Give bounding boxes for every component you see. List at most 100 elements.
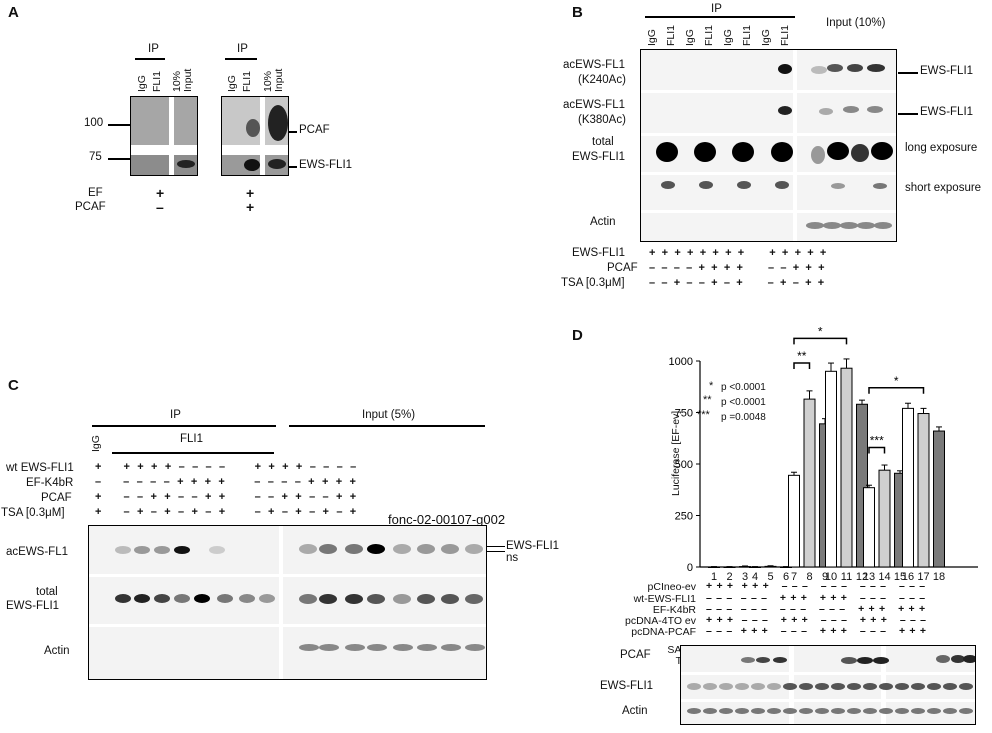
b-long-in-2 [851,144,869,162]
b-long-in-3 [871,142,893,160]
sig-bracket-1-line [793,337,848,345]
panel-b-row-total-1: total [592,136,614,148]
d-ews-9 [831,683,845,690]
panel-a-blot2-gap [260,97,265,175]
panel-c-sep2 [89,624,486,627]
c-ac-ip-1 [134,546,150,554]
d-actin-1 [703,708,717,714]
panel-d-tbl-row-3: pcDNA-4TO ev [625,615,696,627]
d-ews-4 [751,683,765,690]
d-pcaf-b-1 [857,657,873,664]
d-actin-2 [719,708,733,714]
panel-b-sign-row-0: + + + + + + + + + + + + + [649,247,827,259]
c-tot-in-6 [441,594,459,604]
b-short-in-1 [873,183,887,189]
c-tot-in-1 [319,594,337,604]
c-tot-ip-2 [154,594,170,603]
panel-c-input-line [289,425,485,427]
panel-c-sign-row-3: + – + – + – + – + – + – + – + – + [95,506,357,518]
panel-b-letter: B [572,4,583,21]
panel-b-row-total-2: EWS-FLI1 [572,151,626,163]
sig-bracket-4-line [868,387,925,394]
c-ac-in-4 [393,544,411,554]
b-actin-1 [823,222,841,229]
d-ews-16 [943,683,957,690]
c-tot-in-4 [393,594,411,604]
panel-c-tbl-row-1: wt EWS-FLI1 [6,462,74,474]
bar-18 [933,430,945,568]
b-k240-in-3 [867,64,885,72]
d-actin-0 [687,708,701,714]
lane-number-7: 7 [790,571,798,583]
lane-number-8: 8 [806,571,813,583]
panel-c-sign-row-1: – – – – – + + + + – – – – + + + + [95,476,356,488]
d-pcaf-a-1 [756,657,770,663]
b-k240-in-0 [811,66,827,74]
panel-c-ip-line [92,425,276,427]
mw-100-tick [108,124,130,126]
b-short-ip-1 [699,181,713,189]
panel-b-sign-row-1: – – – – + + + + – – + + + [649,262,825,274]
panel-c-row-total: total [36,586,58,598]
c-tot-ip-3 [174,594,190,603]
panel-b-split [793,50,797,241]
d-ews-0 [687,683,701,690]
d-ews-6 [783,683,797,690]
c-actin-7 [465,644,485,651]
panel-b-right-3: long exposure [905,142,978,154]
panel-d-blot-row-ews: EWS-FLI1 [600,680,654,692]
sig-bracket-3-label: *** [870,434,884,448]
d-actin-3 [735,708,749,714]
d-ews-17 [959,683,973,690]
lane-number-11: 11 [840,571,853,583]
panel-a-blot2-pcaf-input [268,105,288,141]
bar-13 [863,487,875,568]
ews-pointer [289,166,297,168]
panel-a-blot1-gap [169,97,174,175]
panel-b-sign-row-2: – – + – – + – + – + – + + [649,277,825,289]
c-ac-in-5 [417,544,435,554]
panel-d-sign-row-3: + + + – – – + + + – – – + + + – – – [706,614,926,626]
panel-b-input-label: Input (10%) [826,17,886,29]
panel-b-ip-label: IP [711,3,722,15]
panel-d-blot-row-actin: Actin [622,705,648,717]
panel-c-fli1-line [112,452,274,454]
c-actin-0 [299,644,319,651]
d-pcaf-a-2 [773,657,787,663]
c-tot-ip-5 [217,594,233,603]
c-actin-1 [319,644,339,651]
panel-b-sep2 [641,133,896,136]
panel-c-fli1: FLI1 [180,433,204,445]
panel-b-sep1 [641,90,896,93]
d-ews-15 [927,683,941,690]
lane-number-16: 16 [901,571,915,583]
c-actin-5 [417,644,437,651]
mw-75-tick [108,158,130,160]
d-actin-5 [767,708,781,714]
b-k380-in-0 [819,108,833,115]
panel-a-blot-1 [130,96,198,176]
b-short-ip-0 [661,181,675,189]
panel-b-right-4: short exposure [905,182,982,194]
sig-bracket-4-label: * [894,374,899,388]
y-tick-label-4: 1000 [669,356,693,368]
d-ews-10 [847,683,861,690]
panel-c-sign-row-2: + – – + + – – + + – – + + – – + + [95,491,357,503]
panel-b-tbl-row-1: EWS-FLI1 [572,247,626,259]
panel-d-tbl-row-1: wt-EWS-FLI1 [633,593,696,605]
panel-a-blot-2 [221,96,289,176]
panel-c-right-1: EWS-FLI1 [506,540,560,552]
panel-a-row-ef: EF [88,187,103,199]
panel-a-blot2-ews-band [244,159,260,171]
d-actin-17 [959,708,973,714]
lane-number-12: 12 [855,571,869,583]
b-actin-3 [857,222,875,229]
panel-a-blot1-pcaf: – [156,199,164,215]
b-long-ip-1 [694,142,716,162]
d-actin-11 [863,708,877,714]
panel-d-blot [680,645,976,725]
d-ews-5 [767,683,781,690]
lane-number-6: 6 [782,571,790,583]
d-actin-9 [831,708,845,714]
panel-a-blot2-pcaf-band [246,119,260,137]
